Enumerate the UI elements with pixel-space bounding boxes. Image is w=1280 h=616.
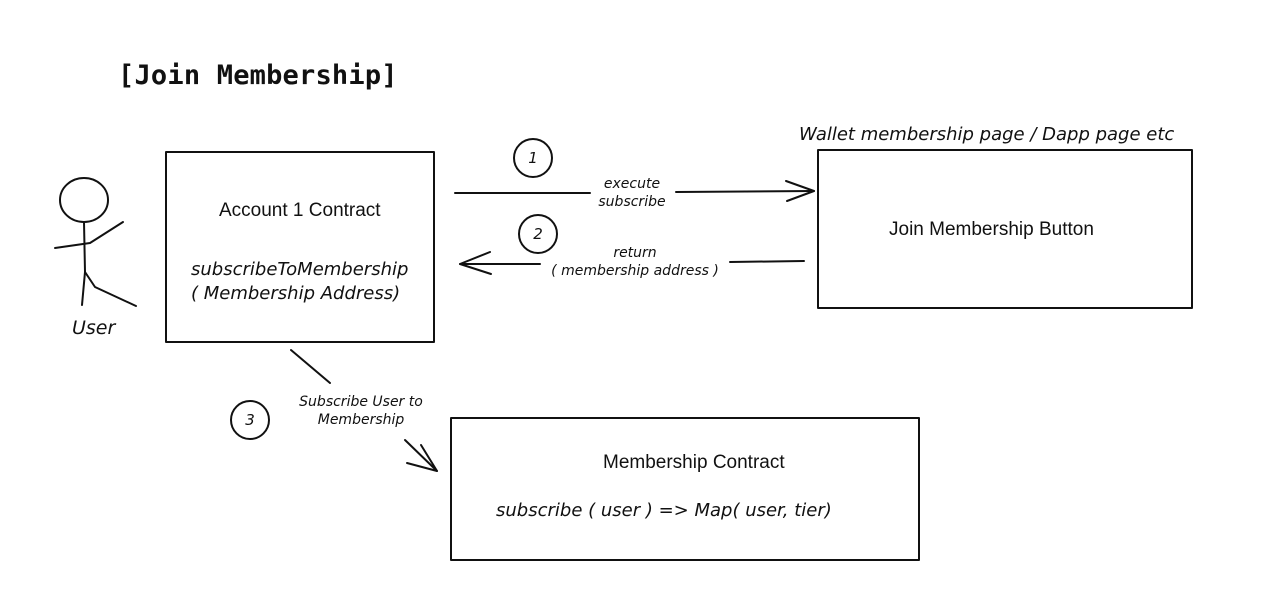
wallet-page-box	[817, 149, 1193, 309]
step-3-label: Subscribe User to Membership	[286, 393, 436, 429]
step-1-label-line1: execute	[603, 176, 661, 192]
membership-contract-box	[450, 417, 920, 561]
step-2-label: return ( membership address )	[540, 244, 730, 280]
arrow-subscribe-user	[290, 349, 438, 472]
arrow-return-address	[459, 251, 805, 275]
user-stick-figure	[54, 177, 137, 307]
step-3-number: 3	[245, 411, 255, 429]
user-label: User	[72, 317, 116, 339]
step-1-number: 1	[528, 149, 538, 167]
join-membership-button[interactable]: Join Membership Button	[889, 219, 1094, 240]
step-3-circle	[230, 400, 270, 440]
step-1-label: execute subscribe	[592, 175, 672, 211]
step-2-label-line1: return	[613, 245, 657, 261]
diagram-title: [Join Membership]	[118, 60, 398, 91]
wallet-page-caption: Wallet membership page / Dapp page etc	[799, 124, 1175, 145]
membership-contract-title: Membership Contract	[603, 452, 785, 473]
account-contract-method: subscribeToMembership	[191, 259, 409, 280]
account-contract-param: ( Membership Address)	[191, 283, 401, 304]
step-2-label-line2: ( membership address )	[551, 263, 719, 279]
account-contract-title: Account 1 Contract	[219, 200, 381, 221]
membership-contract-code: subscribe ( user ) => Map( user, tier)	[496, 500, 832, 521]
step-1-circle	[513, 138, 553, 178]
step-2-number: 2	[533, 225, 543, 243]
step-1-label-line2: subscribe	[598, 194, 666, 210]
step-2-circle	[518, 214, 558, 254]
step-3-label-line2: Membership	[317, 412, 405, 428]
arrow-execute-subscribe	[454, 180, 815, 202]
account-contract-box	[165, 151, 435, 343]
step-3-label-line1: Subscribe User to	[299, 394, 423, 410]
